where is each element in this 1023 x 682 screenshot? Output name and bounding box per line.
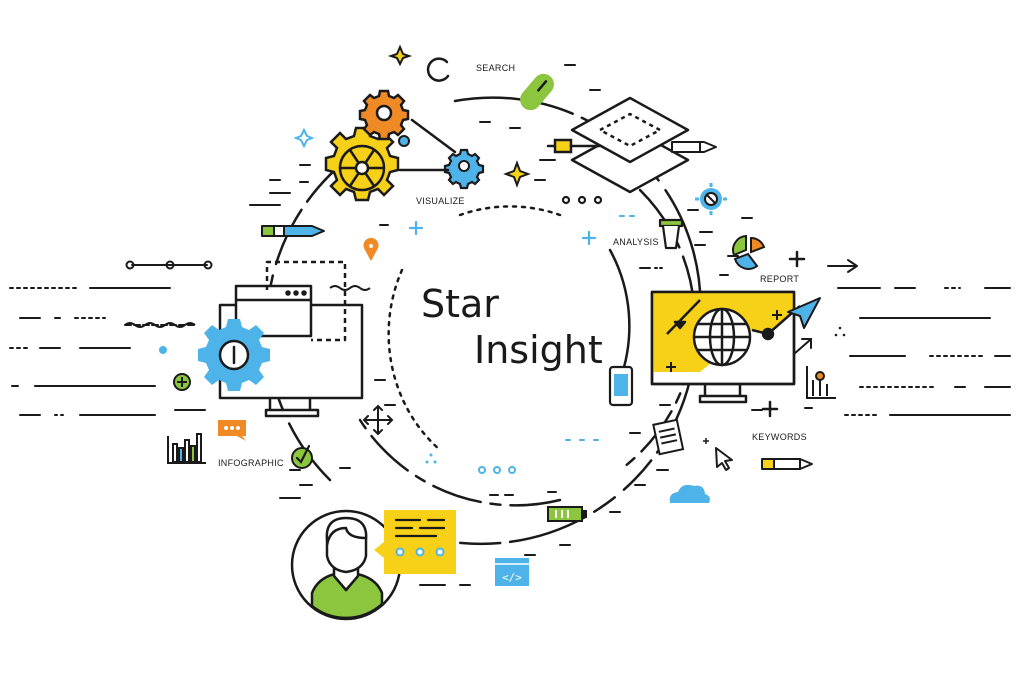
cloud-icon [669,484,710,503]
check-circle-icon [291,444,313,469]
label-keywords: KEYWORDS [752,432,807,442]
label-visualize: VISUALIZE [416,196,465,206]
connector-line [410,118,457,154]
dots-row-icon [561,195,603,205]
user-avatar [290,509,402,621]
pen-icon [671,141,717,153]
inner-ring-top [458,205,562,217]
sparkle-icon [503,160,531,188]
gear-small-blue-icon [443,148,485,190]
inner-ring-right [608,248,631,382]
pencil-icon [261,225,325,237]
speed-lines-left [9,287,206,416]
title-star: Star [421,282,499,326]
wave-line [124,322,196,328]
arrow-up-right-icon [793,338,812,355]
battery-icon [547,506,587,522]
dots-row-blue-icon [478,466,516,474]
pencil-keywords-icon [761,458,813,470]
location-pin-icon [363,237,379,262]
cursor-icon [703,438,733,471]
sparkle-blue-icon [293,127,315,149]
chat-bubble-orange-icon [218,420,246,441]
green-plus-icon [173,373,191,391]
dash-marks [249,64,813,586]
arrow-blue-icon [787,297,821,329]
phone-icon [608,365,634,407]
cup-icon [658,218,684,250]
label-report: REPORT [760,274,800,284]
layers-icon [570,96,690,194]
title-insight: Insight [474,328,603,372]
bar-chart-icon [167,433,206,464]
move-arrows-icon [362,404,394,436]
label-search: SEARCH [476,63,516,73]
small-blue-dot-icon [398,135,410,147]
plug-icon [546,138,602,154]
gear-blue-outline-icon [695,183,727,215]
svg-text:</>: </> [502,571,522,584]
blue-dot [159,346,167,354]
bar-chart-right-icon [806,366,836,399]
triangle-dots-right [834,326,846,337]
speed-lines-right [837,287,1011,416]
blue-plus-marks [408,220,597,246]
monitor-right [650,290,801,404]
open-circle-icon [426,57,450,82]
mouse-icon [520,73,554,111]
document-icon [652,418,685,456]
sparkle-icon [387,44,413,67]
plus-marks [761,250,806,418]
arrow-right-icon [827,259,858,273]
label-infographic: INFOGRAPHIC [218,458,284,468]
gear-large-yellow-icon [324,126,400,202]
label-analysis: ANALYSIS [613,237,659,247]
chat-bubble-yellow-icon [374,510,456,574]
triangle-dots [425,453,437,464]
pie-chart-icon [732,234,766,270]
blue-dash-marks [565,215,635,441]
inner-ring-left [387,268,442,452]
chain-connector [125,260,213,270]
gear-blue-large-icon [198,319,270,391]
gear-orange-icon [358,89,410,141]
code-window-icon: </> [495,558,529,586]
